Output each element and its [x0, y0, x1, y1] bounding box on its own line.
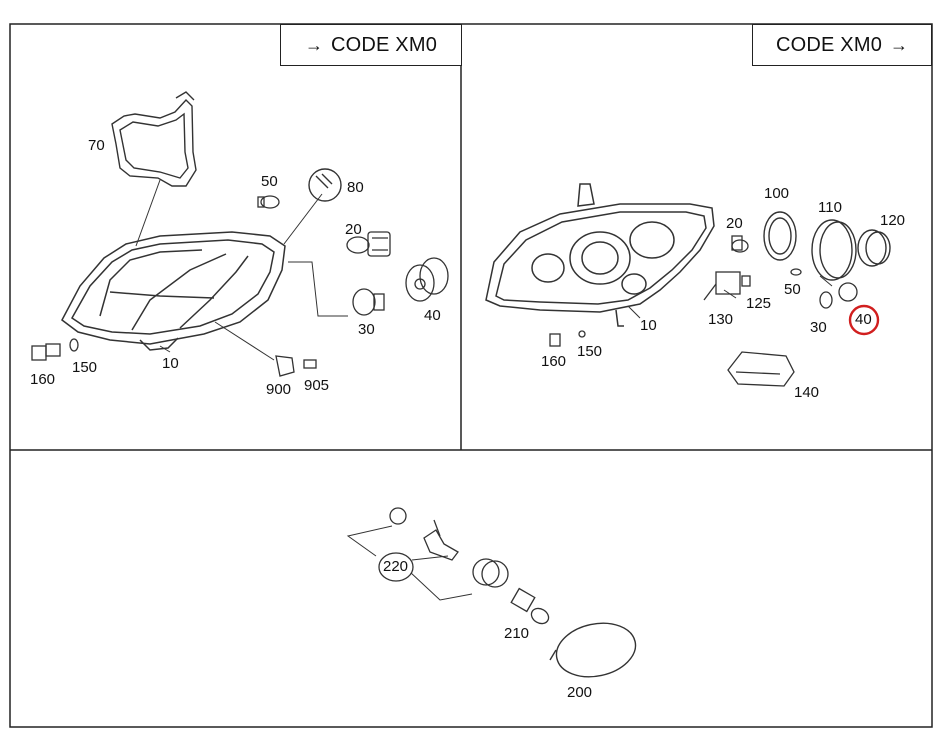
part-right-160-150-drawing	[549, 330, 586, 347]
part-110-ring-drawing	[811, 219, 857, 281]
callout-120: 120	[880, 212, 906, 229]
callout-20-right: 20	[726, 215, 743, 232]
code-header-right: CODE XM0 →	[752, 24, 932, 66]
callout-210: 210	[504, 625, 530, 642]
part-20-right-bulb-drawing	[731, 235, 749, 253]
part-200-lens-drawing	[549, 622, 637, 678]
bottom-leader-lines	[346, 525, 473, 601]
callout-160-right: 160	[541, 353, 567, 370]
part-20-bulb-drawing	[346, 231, 391, 257]
callout-30-right: 30	[810, 319, 827, 336]
part-70-frame-drawing	[111, 91, 197, 187]
part-130-bulb-drawing	[703, 271, 751, 301]
part-100-ring-drawing	[763, 211, 797, 261]
part-160-150-screw-drawing	[31, 338, 79, 361]
part-10-left-headlamp-drawing	[61, 231, 286, 351]
part-30-bulb-drawing	[352, 288, 385, 316]
part-210-bulb-drawing	[510, 587, 550, 625]
callout-100: 100	[764, 185, 790, 202]
callout-220: 220	[383, 558, 409, 575]
code-header-left: → CODE XM0	[280, 24, 462, 66]
part-220-assembly-drawing	[389, 507, 509, 588]
callout-125: 125	[746, 295, 772, 312]
callout-140: 140	[794, 384, 820, 401]
part-50-bulb-drawing	[257, 195, 280, 209]
part-900-905-connector-drawing	[275, 355, 317, 377]
outer-frame	[9, 23, 933, 728]
code-label-right: CODE XM0	[775, 33, 883, 56]
callout-80: 80	[347, 179, 364, 196]
callout-160: 160	[30, 371, 56, 388]
callout-10: 10	[162, 355, 179, 372]
callout-40: 40	[424, 307, 441, 324]
part-10-right-headlamp-drawing	[485, 183, 715, 327]
part-40-highlight-circle	[848, 304, 880, 336]
callout-10-right: 10	[640, 317, 657, 334]
callout-40-right: 40	[855, 311, 872, 328]
callout-130: 130	[708, 311, 734, 328]
arrow-right-icon: →	[304, 34, 323, 55]
arrow-right-icon: →	[890, 34, 909, 55]
callout-900: 900	[266, 381, 292, 398]
left-leader-lines	[135, 179, 348, 361]
callout-110: 110	[818, 199, 842, 216]
callout-150: 150	[72, 359, 98, 376]
part-140-ballast-drawing	[727, 351, 795, 387]
part-right-small-bulbs-drawing	[790, 268, 858, 309]
callout-70: 70	[88, 137, 105, 154]
part-120-cap-drawing	[857, 229, 891, 267]
callout-20: 20	[345, 221, 362, 238]
callout-200: 200	[567, 684, 593, 701]
callout-905: 905	[304, 377, 330, 394]
part-80-wrench-drawing	[308, 168, 342, 202]
callout-30: 30	[358, 321, 375, 338]
callout-220-circle	[378, 552, 414, 582]
code-label-left: CODE XM0	[330, 33, 438, 56]
callout-50-right: 50	[784, 281, 801, 298]
part-40-socket-drawing	[405, 257, 449, 302]
callout-150-right: 150	[577, 343, 603, 360]
callout-50: 50	[261, 173, 278, 190]
